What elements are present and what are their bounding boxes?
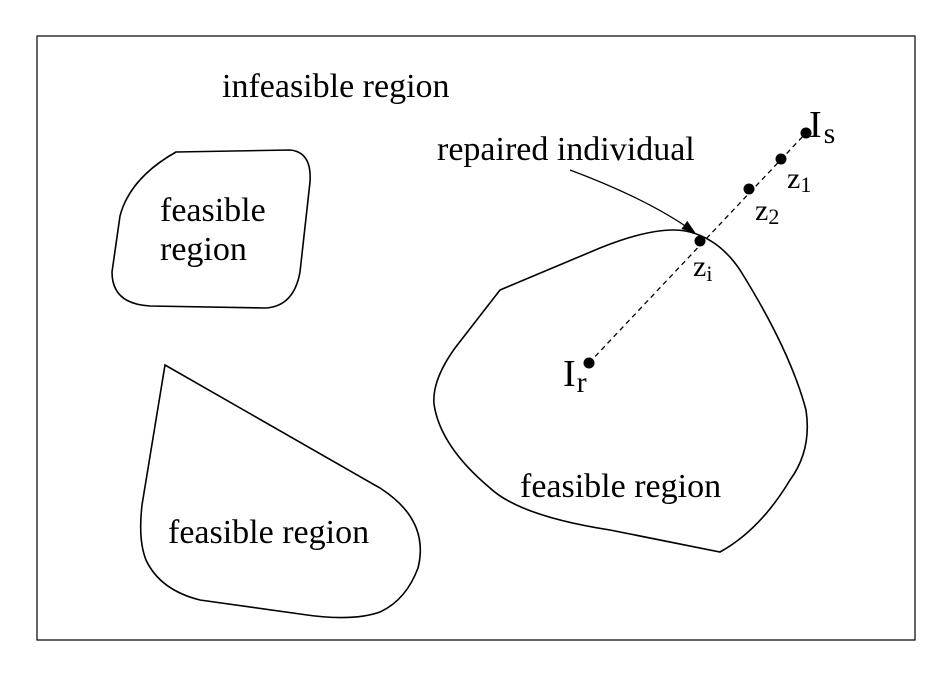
feasible-region-top-left-label-line2: region (160, 231, 247, 268)
feasible-region-right (433, 229, 809, 553)
point-z2 (743, 183, 755, 195)
label-z2: z2 (755, 194, 779, 229)
feasible-region-right-label: feasible region (520, 468, 721, 505)
repaired-individual-arrow (569, 169, 696, 234)
repaired-individual-label: repaired individual (437, 131, 695, 168)
label-zi: zi (693, 250, 712, 286)
feasible-region-top-left-label-line1: feasible (160, 192, 266, 229)
label-Is: Is (809, 104, 835, 150)
infeasible-region-label: infeasible region (222, 68, 450, 105)
label-z1: z1 (787, 162, 811, 197)
point-z1 (775, 153, 787, 165)
feasible-region-bottom-left (139, 363, 422, 619)
point-Ir (583, 357, 595, 369)
repair-path-line (588, 132, 807, 364)
diagram-frame (36, 35, 916, 641)
point-zi (694, 235, 706, 247)
feasible-region-bottom-left-label: feasible region (168, 514, 369, 551)
point-Is (800, 127, 812, 139)
feasible-region-top-left (111, 149, 311, 309)
label-Ir: Ir (563, 353, 587, 399)
